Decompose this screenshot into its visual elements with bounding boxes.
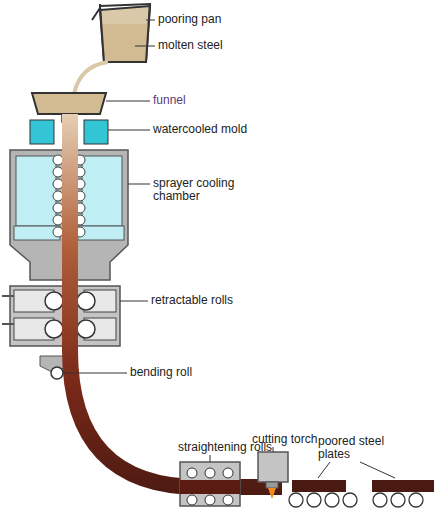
part-label: sprayer cooling chamber [153,177,253,203]
part-label: watercooled mold [153,123,303,136]
part-label: molten steel [158,39,278,52]
part-label: pooring pan [158,13,278,26]
part-label: retractable rolls [151,294,301,307]
part-label: poored steel plates [318,435,396,461]
part-label: bending roll [130,366,250,379]
part-label: funnel [153,94,253,107]
